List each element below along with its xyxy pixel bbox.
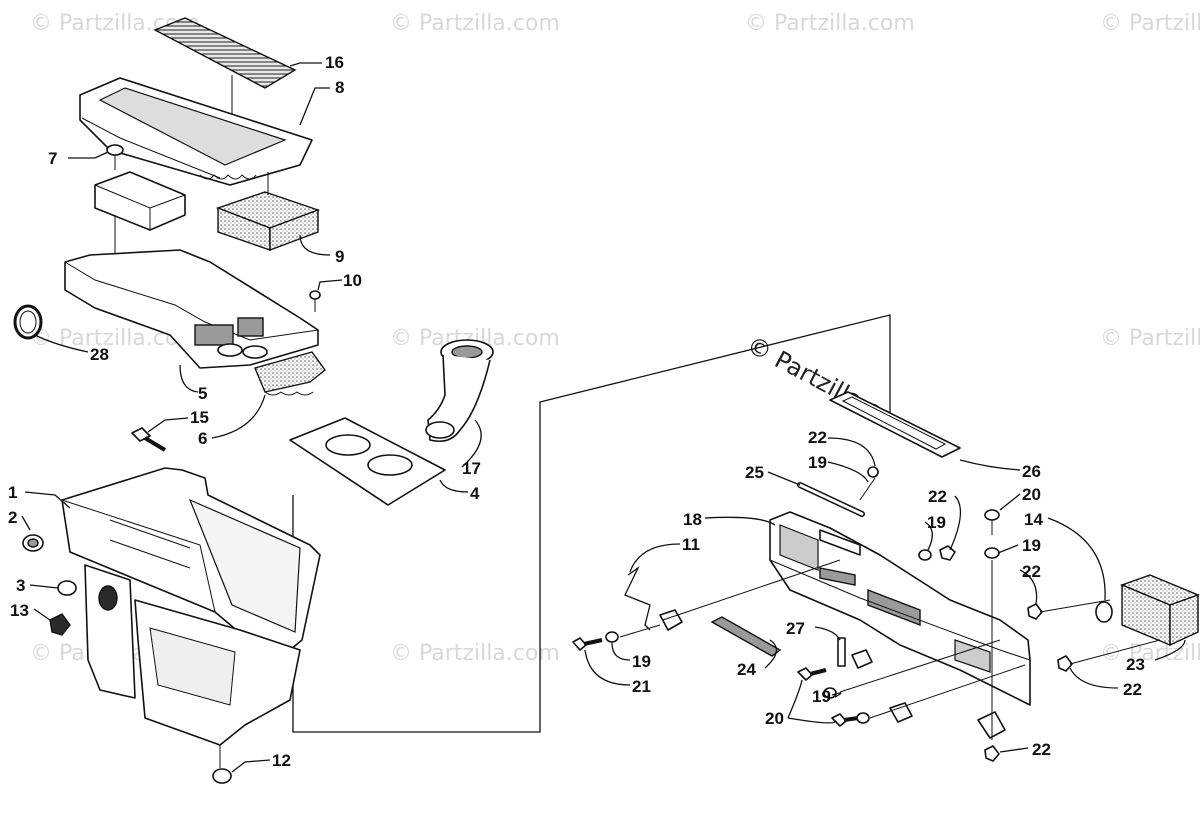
part-18-console-housing[interactable] — [769, 511, 1031, 706]
callout-7: 7 — [48, 149, 57, 168]
callout-10: 10 — [343, 271, 362, 290]
callout-22: 22 — [1022, 562, 1041, 581]
part-6-foam[interactable] — [254, 351, 326, 396]
callout-8: 8 — [335, 78, 344, 97]
callout-4: 4 — [470, 484, 480, 503]
callout-18: 18 — [683, 510, 702, 529]
part-8-airbox-cover[interactable] — [79, 77, 313, 186]
watermark-text: © Partzilla.com — [1100, 641, 1200, 666]
part-15-bolt[interactable] — [131, 427, 167, 452]
part-17-intake-elbow[interactable] — [425, 339, 494, 443]
callout-20: 20 — [1022, 485, 1041, 504]
part-1-airbox-body[interactable] — [61, 467, 321, 746]
part-9-filter-element[interactable] — [215, 191, 321, 252]
callout-22: 22 — [928, 487, 947, 506]
callout-26: 26 — [1022, 462, 1041, 481]
part-5-airbox-tray[interactable] — [64, 249, 319, 369]
right-assembly-lines — [619, 477, 1161, 740]
part-2-grommet[interactable] — [22, 534, 44, 552]
callout-19: 19 — [632, 652, 651, 671]
callout-27: 27 — [786, 619, 805, 638]
callout-22: 22 — [1123, 680, 1142, 699]
part-22-cap-top[interactable] — [867, 466, 879, 478]
callout-19: 19 — [808, 453, 827, 472]
mounting-tabs[interactable] — [889, 702, 1006, 739]
part-10-screw[interactable] — [309, 290, 321, 312]
callout-23: 23 — [1126, 655, 1145, 674]
callout-22: 22 — [808, 428, 827, 447]
nuts-22[interactable] — [939, 545, 1073, 762]
watermark-text: © Partzilla.com — [1100, 11, 1200, 36]
part-26-gasket-frame[interactable] — [829, 391, 961, 458]
callout-19: 19 — [1022, 536, 1041, 555]
callout-2: 2 — [8, 508, 17, 527]
watermark-text: © Partzilla.com — [390, 11, 560, 36]
callout-19: 19 — [927, 513, 946, 532]
callout-6: 6 — [198, 429, 207, 448]
callout-25: 25 — [745, 463, 764, 482]
part-23-filter[interactable] — [1120, 574, 1200, 647]
electronic-module[interactable] — [94, 171, 186, 231]
callout-21: 21 — [632, 677, 651, 696]
watermark-text: © Partzilla.com — [390, 641, 560, 666]
callout-12: 12 — [272, 751, 291, 770]
left-leader-lines — [21, 62, 482, 773]
part-25-rod[interactable] — [797, 482, 865, 517]
watermark-text: © Partzilla.com — [745, 11, 915, 36]
assembly-connector-line — [292, 314, 891, 733]
callout-20: 20 — [765, 709, 784, 728]
right-leader-lines — [584, 437, 1186, 753]
part-7-screw[interactable] — [106, 144, 124, 170]
callout-19: 19 — [812, 687, 831, 706]
part-14-plug[interactable] — [1095, 601, 1113, 623]
part-24-latch-plate[interactable] — [710, 616, 782, 657]
part-20-bolts-lower[interactable] — [797, 667, 859, 727]
callout-22: 22 — [1032, 740, 1051, 759]
callout-3: 3 — [16, 576, 25, 595]
callout-13: 13 — [10, 601, 29, 620]
part-28-clamp[interactable] — [13, 304, 43, 340]
part-12-drain-cap[interactable] — [212, 745, 232, 784]
callout-14: 14 — [1024, 510, 1043, 529]
callout-15: 15 — [190, 408, 209, 427]
callout-17: 17 — [462, 459, 481, 478]
callout-16: 16 — [325, 53, 344, 72]
callout-24: 24 — [737, 660, 756, 679]
part-3-grommet[interactable] — [57, 580, 77, 596]
callout-labels: 16 8 7 9 10 28 5 15 6 17 4 1 2 3 13 12 2… — [8, 53, 1145, 770]
callout-1: 1 — [8, 483, 17, 502]
washers-19[interactable] — [605, 547, 1000, 724]
part-16-screen[interactable] — [153, 17, 297, 89]
callout-28: 28 — [90, 345, 109, 364]
part-20-screw-top[interactable] — [984, 509, 1000, 535]
part-27-clip[interactable] — [837, 637, 873, 669]
part-21-bolt[interactable] — [572, 637, 603, 651]
part-13-clip[interactable] — [49, 613, 71, 636]
part-11-wire-latch[interactable] — [624, 566, 683, 631]
watermark-text: © Partzilla.com — [1100, 326, 1200, 351]
part-4-gasket-plate[interactable] — [289, 417, 446, 506]
callout-5: 5 — [198, 384, 207, 403]
callout-11: 11 — [682, 535, 700, 554]
callout-9: 9 — [335, 247, 344, 266]
